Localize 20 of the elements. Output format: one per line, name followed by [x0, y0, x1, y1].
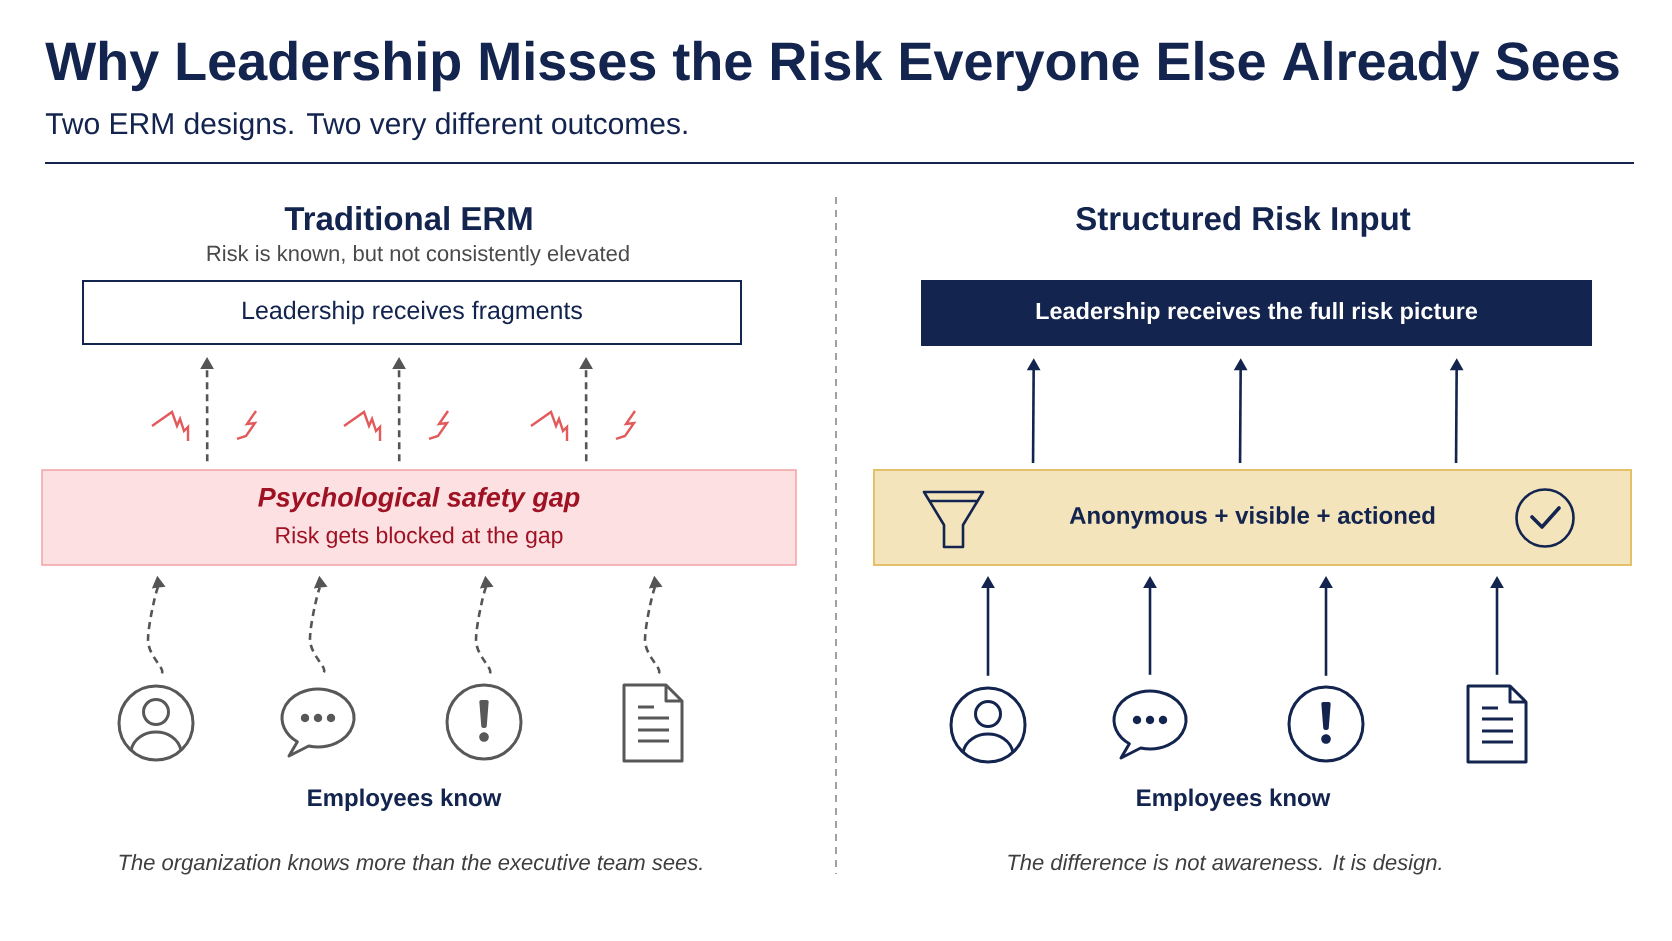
person-icon [949, 686, 1027, 764]
panel-heading: Traditional ERM [284, 206, 532, 231]
outcome-box: Leadership receives the full risk picture [921, 280, 1592, 346]
exclamation-icon [445, 683, 523, 761]
gap-band: Psychological safety gap Risk gets blocked at the gap [41, 469, 797, 566]
group-label: Employees know [308, 788, 502, 811]
subtitle: Two ERM designs. Two very different outcomes. [45, 112, 687, 141]
group-label: Employees know [1137, 788, 1331, 811]
title: Why Leadership Misses the Risk Everyone Else Already Sees [45, 40, 1619, 92]
person-icon [117, 684, 195, 762]
document-icon [622, 683, 684, 763]
speech-bubble-icon [1112, 689, 1188, 760]
document-icon [1466, 684, 1528, 764]
input-band: Anonymous + visible + actioned [873, 469, 1632, 566]
caption-text: The difference is not awareness. It is design. [1008, 854, 1441, 875]
speech-bubble-icon [280, 687, 356, 758]
outcome-box: Leadership receives fragments [82, 280, 742, 345]
caption-text: The organization knows more than the executive team sees. [119, 854, 702, 875]
exclamation-icon [1287, 685, 1365, 763]
panel-heading: Structured Risk Input [1076, 206, 1411, 237]
